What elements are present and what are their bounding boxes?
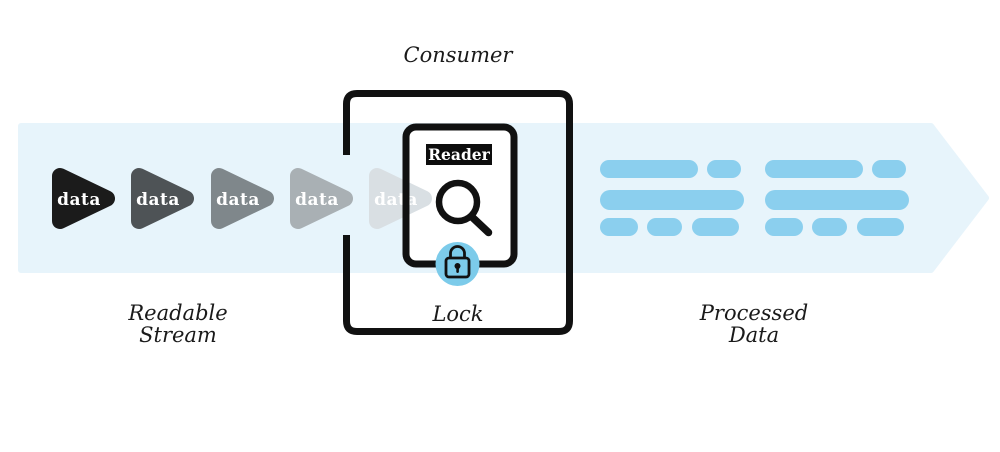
processed-data-label: Processed bbox=[699, 301, 808, 325]
processed-line-pill bbox=[600, 160, 698, 178]
data-chunk-label: data bbox=[216, 190, 260, 210]
processed-data-lines bbox=[600, 160, 909, 236]
processed-line-pill bbox=[765, 160, 863, 178]
data-chunk-arrow-1 bbox=[52, 168, 115, 229]
data-chunk-label: data bbox=[374, 190, 418, 210]
processed-line-pill bbox=[692, 218, 739, 236]
data-chunk-arrow-3 bbox=[211, 168, 274, 229]
processed-line-pill bbox=[812, 218, 847, 236]
processed-line-pill bbox=[647, 218, 682, 236]
processed-line-pill bbox=[765, 190, 909, 210]
reader-badge-label: Reader bbox=[428, 145, 490, 164]
magnifier-icon bbox=[435, 179, 493, 237]
readable-stream-label: Readable bbox=[127, 301, 227, 325]
consumer-box bbox=[343, 90, 573, 335]
processed-data-label: Data bbox=[728, 323, 779, 347]
data-chunk-label: data bbox=[57, 190, 101, 210]
processed-line-pill bbox=[600, 190, 744, 210]
reader-badge bbox=[426, 144, 492, 165]
data-chunk-arrow-5 bbox=[369, 168, 432, 229]
processed-line-pill bbox=[707, 160, 741, 178]
processed-line-pill bbox=[765, 218, 803, 236]
data-chunk-arrow-2 bbox=[131, 168, 194, 229]
processed-line-pill bbox=[600, 218, 638, 236]
data-chunk-label: data bbox=[295, 190, 339, 210]
consumer-label: Consumer bbox=[404, 43, 515, 67]
readable-stream-label: Stream bbox=[139, 323, 217, 347]
processed-line-pill bbox=[857, 218, 904, 236]
data-chunk-arrow-4 bbox=[290, 168, 353, 229]
processed-line-pill bbox=[872, 160, 906, 178]
lock-label: Lock bbox=[431, 302, 483, 326]
data-chunk-label: data bbox=[136, 190, 180, 210]
lock-icon bbox=[444, 245, 471, 279]
